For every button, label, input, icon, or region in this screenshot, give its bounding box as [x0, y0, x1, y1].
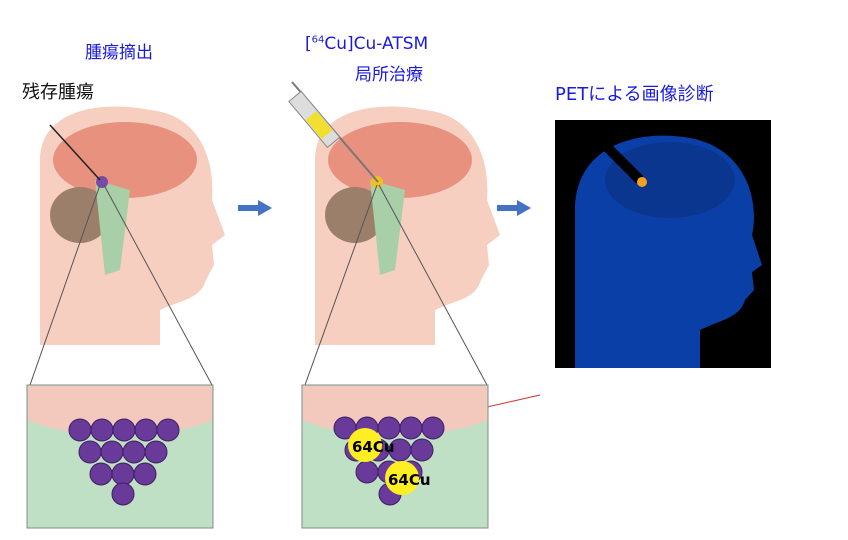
- tumor-inset-2: [301, 384, 489, 529]
- cu64-particle-2: [385, 461, 419, 495]
- step2-title-line1: [64Cu]Cu-ATSM: [305, 34, 429, 54]
- cu64-label-2: 64Cu: [388, 471, 431, 489]
- step3-title: PETによる画像診断: [555, 84, 714, 105]
- step1-sublabel: 残存腫瘍: [22, 82, 94, 103]
- head-illustration-1: [40, 106, 225, 345]
- step2-title-line2: 局所治療: [355, 65, 423, 85]
- cu64-particle-1: [348, 428, 382, 462]
- step1-title: 腫瘍摘出: [85, 43, 153, 63]
- arrow-icon-2: [497, 200, 531, 216]
- tumor-inset-1: [26, 384, 214, 529]
- arrow-icon-1: [238, 200, 272, 216]
- head-illustration-2: [315, 106, 500, 345]
- syringe-icon: [288, 81, 379, 183]
- pet-image: [555, 120, 771, 368]
- cu64-label-1: 64Cu: [352, 438, 395, 456]
